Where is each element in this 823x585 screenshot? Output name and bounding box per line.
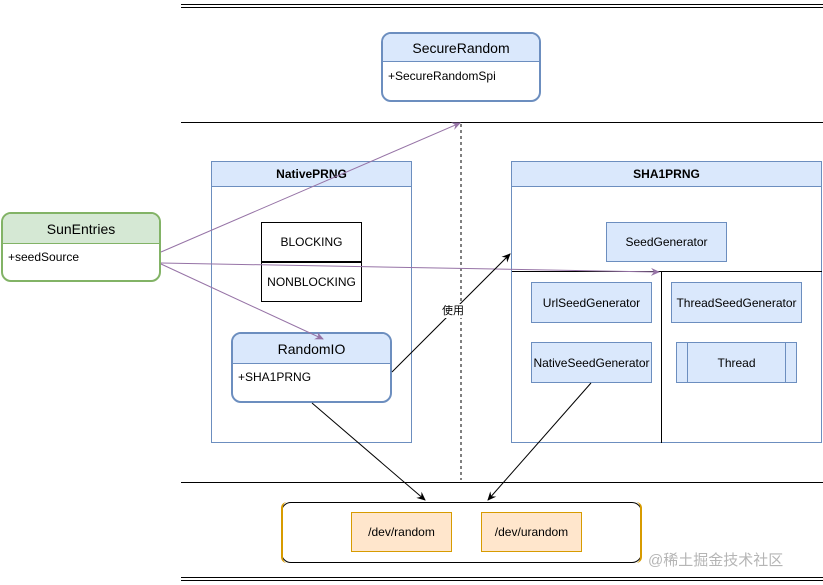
devices-container-handle-right [636,502,642,563]
thread-box[interactable]: Thread [676,342,797,383]
secure-random-attribute: +SecureRandomSpi [388,69,496,83]
random-io-attribute: +SHA1PRNG [238,370,312,384]
sun-entries-name: SunEntries [3,214,159,244]
bottom-border-line [181,577,823,578]
native-seed-generator-box[interactable]: NativeSeedGenerator [531,342,652,383]
top-border-line [181,4,823,5]
edge-label-use: 使用 [441,304,465,318]
seed-generator-box[interactable]: SeedGenerator [606,222,727,262]
thread-box-left-bar [687,343,688,382]
sun-entries-attribute: +seedSource [8,250,80,264]
layer-divider-lower [181,482,823,483]
nonblocking-box[interactable]: NONBLOCKING [261,262,362,302]
watermark-text: @稀土掘金技术社区 [648,552,784,569]
secure-random-class[interactable]: SecureRandom +SecureRandomSpi [381,32,541,102]
arrow-randomio-to-dev-random [311,402,426,501]
bottom-border-line-2 [181,580,823,581]
layer-divider-upper [181,122,823,123]
secure-random-name: SecureRandom [383,34,539,62]
arrow-sunentries-to-seed-generators [160,262,660,276]
devices-container-handle-left [281,502,287,563]
top-border-line-2 [181,7,823,8]
sha1prng-divider-vertical [661,271,662,443]
arrow-sunentries-to-randomio [160,263,324,340]
arrow-sunentries-to-securerandom [160,122,461,253]
sun-entries-class[interactable]: SunEntries +seedSource [1,212,161,282]
random-io-name: RandomIO [233,334,390,364]
dev-random-box[interactable]: /dev/random [351,512,452,552]
sha1prng-title: SHA1PRNG [512,162,821,187]
arrow-nativeseed-to-dev-urandom [487,382,592,501]
dev-urandom-box[interactable]: /dev/urandom [481,512,582,552]
url-seed-generator-box[interactable]: UrlSeedGenerator [531,282,652,323]
random-io-class[interactable]: RandomIO +SHA1PRNG [231,332,392,403]
blocking-box[interactable]: BLOCKING [261,222,362,262]
native-prng-title: NativePRNG [212,162,411,187]
thread-seed-generator-box[interactable]: ThreadSeedGenerator [671,282,802,323]
sha1prng-divider-horizontal [512,271,822,272]
thread-box-right-bar [785,343,786,382]
